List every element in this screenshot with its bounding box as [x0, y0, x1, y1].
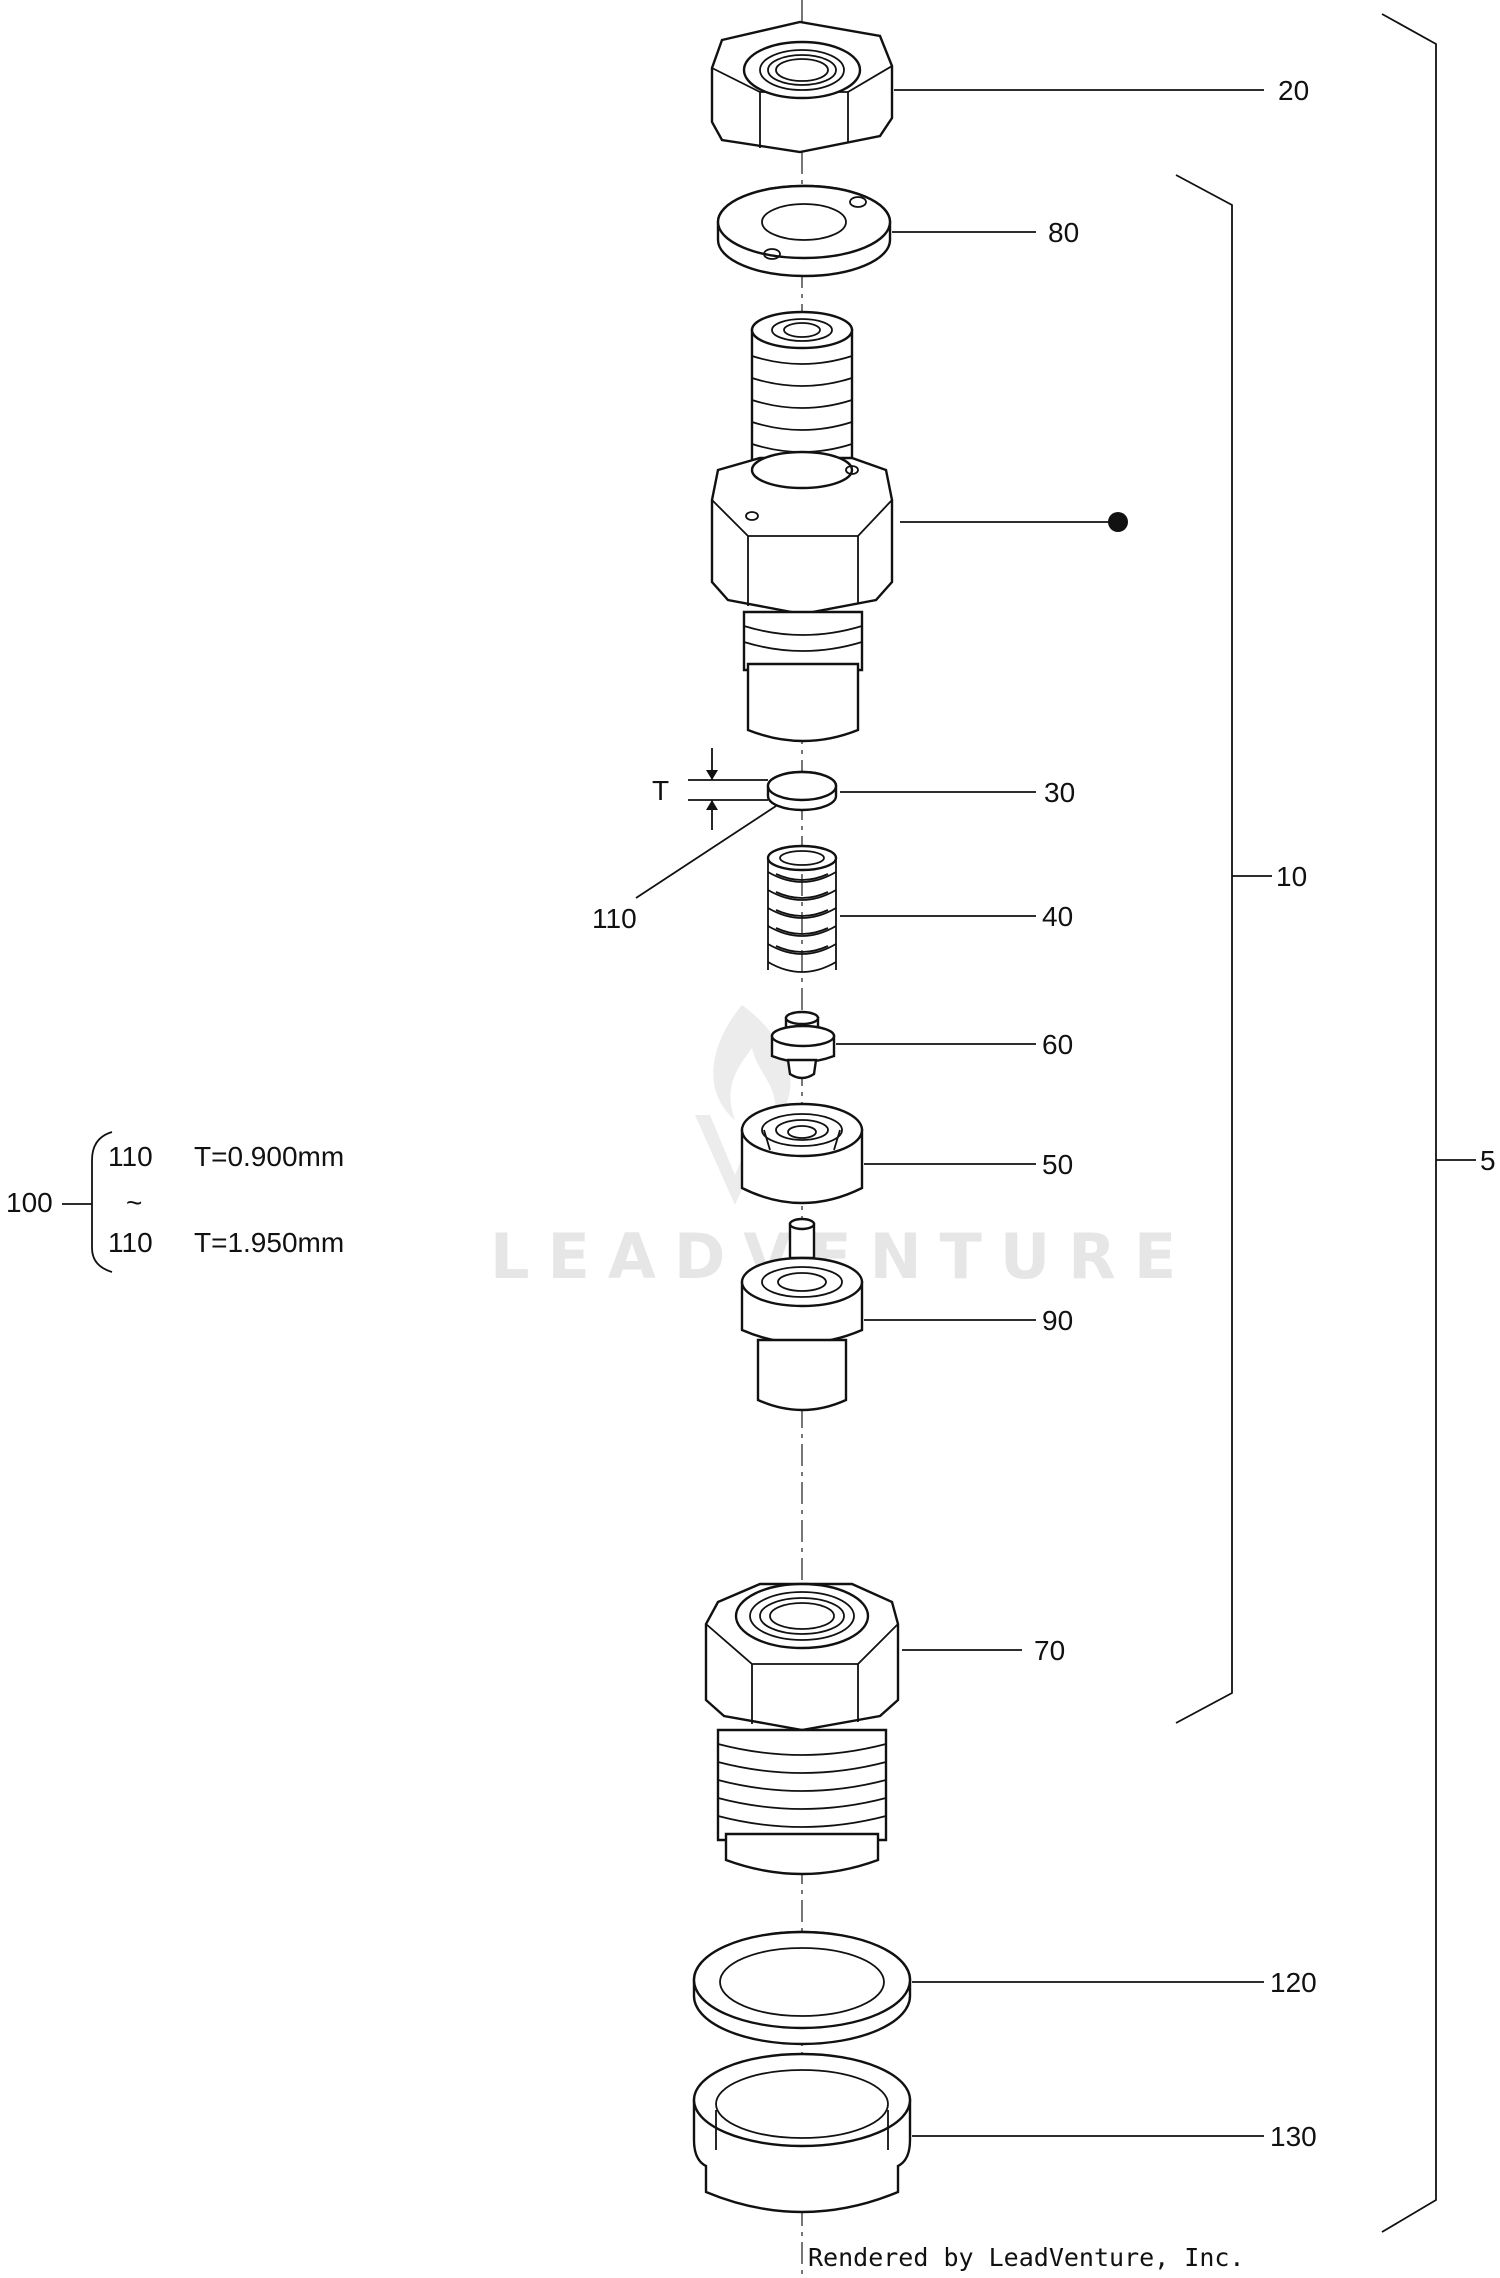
shim-group-label: 100: [6, 1187, 53, 1218]
callout-70: 70: [1034, 1635, 1065, 1666]
callout-50: 50: [1042, 1149, 1073, 1180]
part-130-sleeve: [692, 2052, 912, 2214]
thickness-label: T: [652, 775, 669, 806]
part-40-spring: [766, 844, 838, 973]
bracket-10: [1175, 174, 1272, 1724]
thickness-marker: T: [652, 748, 768, 830]
footer-credit: Rendered by LeadVenture, Inc.: [808, 2243, 1245, 2272]
bracket-5: [1381, 13, 1476, 2233]
callout-10: 10: [1276, 861, 1307, 892]
part-60-valve-pin: [770, 1010, 836, 1080]
callout-60: 60: [1042, 1029, 1073, 1060]
shim-table: 100 110 T=0.900mm ~ 110 T=1.950mm: [6, 1131, 344, 1273]
part-120-gasket: [692, 1930, 912, 2046]
part-holder-body: [710, 310, 894, 743]
callout-130: 130: [1270, 2121, 1317, 2152]
part-70-retaining-nut: [704, 1582, 900, 1876]
shim-row-2-spec: T=1.950mm: [194, 1227, 344, 1258]
part-20-hex-nut: [710, 20, 894, 154]
watermark-flame-icon: [713, 1005, 791, 1120]
callout-40: 40: [1042, 901, 1073, 932]
callout-120: 120: [1270, 1967, 1317, 1998]
callout-110: 110: [592, 903, 637, 934]
callout-80: 80: [1048, 217, 1079, 248]
callout-90: 90: [1042, 1305, 1073, 1336]
callout-labels: 20 80 30 40 60 50 90 70 120 130 10 5 110: [592, 75, 1496, 2152]
part-30-shim: [766, 770, 838, 812]
leader-lines: [635, 89, 1264, 2137]
part-50-seat: [740, 1102, 864, 1205]
part-80-washer: [716, 184, 892, 278]
part-90-valve: [740, 1217, 864, 1412]
callout-30: 30: [1044, 777, 1075, 808]
shim-row-2-part: 110: [108, 1227, 153, 1258]
callout-5: 5: [1480, 1145, 1496, 1176]
reference-dot: [1108, 512, 1128, 532]
shim-range-symbol: ~: [126, 1187, 142, 1218]
shim-row-1-part: 110: [108, 1141, 153, 1172]
callout-20: 20: [1278, 75, 1309, 106]
shim-row-1-spec: T=0.900mm: [194, 1141, 344, 1172]
